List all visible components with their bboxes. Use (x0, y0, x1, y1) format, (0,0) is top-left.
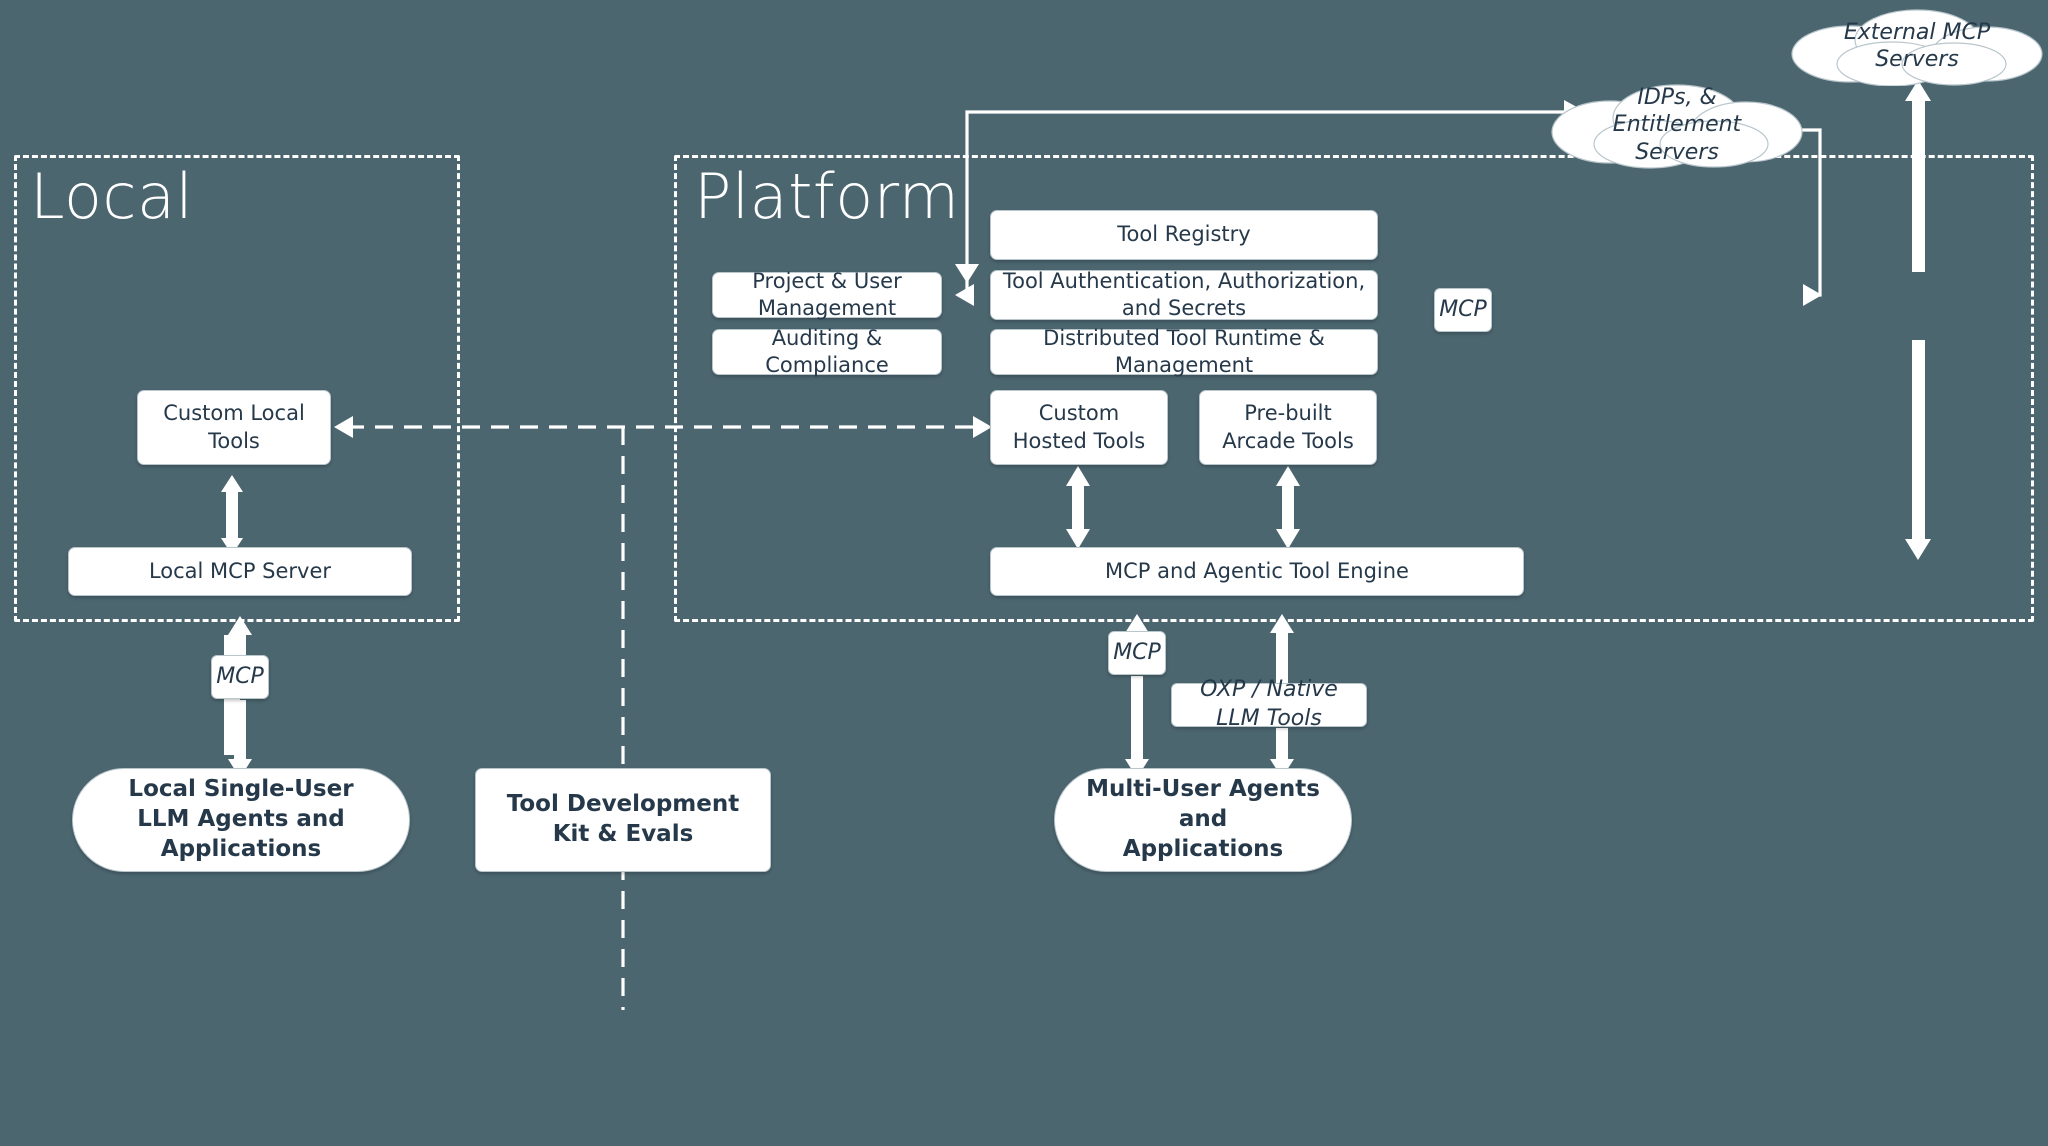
node-custom-hosted-tools[interactable]: Custom Hosted Tools (990, 390, 1168, 465)
cloud-shape-icon (1551, 84, 1803, 169)
cloud-idps-entitlement-servers-label: IDPs, & Entitlement Servers (1612, 84, 1742, 165)
node-project-user-management[interactable]: Project & User Management (712, 269, 942, 320)
node-local-agents-line1: Local Single-User (128, 776, 354, 803)
node-local-agents[interactable]: Local Single-User LLM Agents and Applica… (72, 768, 410, 872)
tag-mcp-local: MCP (211, 655, 269, 699)
node-tool-authentication[interactable]: Tool Authentication, Authorization, and … (990, 269, 1378, 320)
node-local-mcp-server[interactable]: Local MCP Server (68, 547, 412, 596)
zone-platform-title: Platform (694, 160, 960, 233)
node-multi-user-agents-line2: Applications (1122, 835, 1284, 862)
node-mcp-agentic-tool-engine[interactable]: MCP and Agentic Tool Engine (990, 547, 1524, 596)
node-tool-registry[interactable]: Tool Registry (990, 210, 1378, 260)
tag-oxp-native-llm-tools: OXP / Native LLM Tools (1171, 677, 1367, 731)
node-multi-user-agents[interactable]: Multi-User Agents and Applications (1054, 768, 1352, 872)
cloud-shape-icon (1791, 9, 2043, 86)
cloud-external-mcp-servers: External MCP Servers (1782, 6, 2048, 86)
cloud-idps-entitlement-servers: IDPs, & Entitlement Servers (1546, 80, 1808, 170)
node-distributed-tool-runtime[interactable]: Distributed Tool Runtime & Management (990, 326, 1378, 377)
tag-mcp-platform: MCP (1108, 631, 1166, 675)
node-custom-local-tools[interactable]: Custom Local Tools (137, 390, 331, 465)
node-prebuilt-arcade-tools[interactable]: Pre-built Arcade Tools (1199, 390, 1377, 465)
tag-mcp-external: MCP (1434, 288, 1492, 332)
node-tool-development-kit[interactable]: Tool Development Kit & Evals (475, 768, 771, 872)
node-multi-user-agents-line1: Multi-User Agents and (1086, 776, 1320, 833)
node-auditing-compliance[interactable]: Auditing & Compliance (712, 326, 942, 377)
cloud-external-mcp-servers-label: External MCP Servers (1843, 19, 1991, 73)
node-local-agents-line2: LLM Agents and Applications (137, 806, 345, 862)
zone-local-title: Local (30, 160, 194, 233)
